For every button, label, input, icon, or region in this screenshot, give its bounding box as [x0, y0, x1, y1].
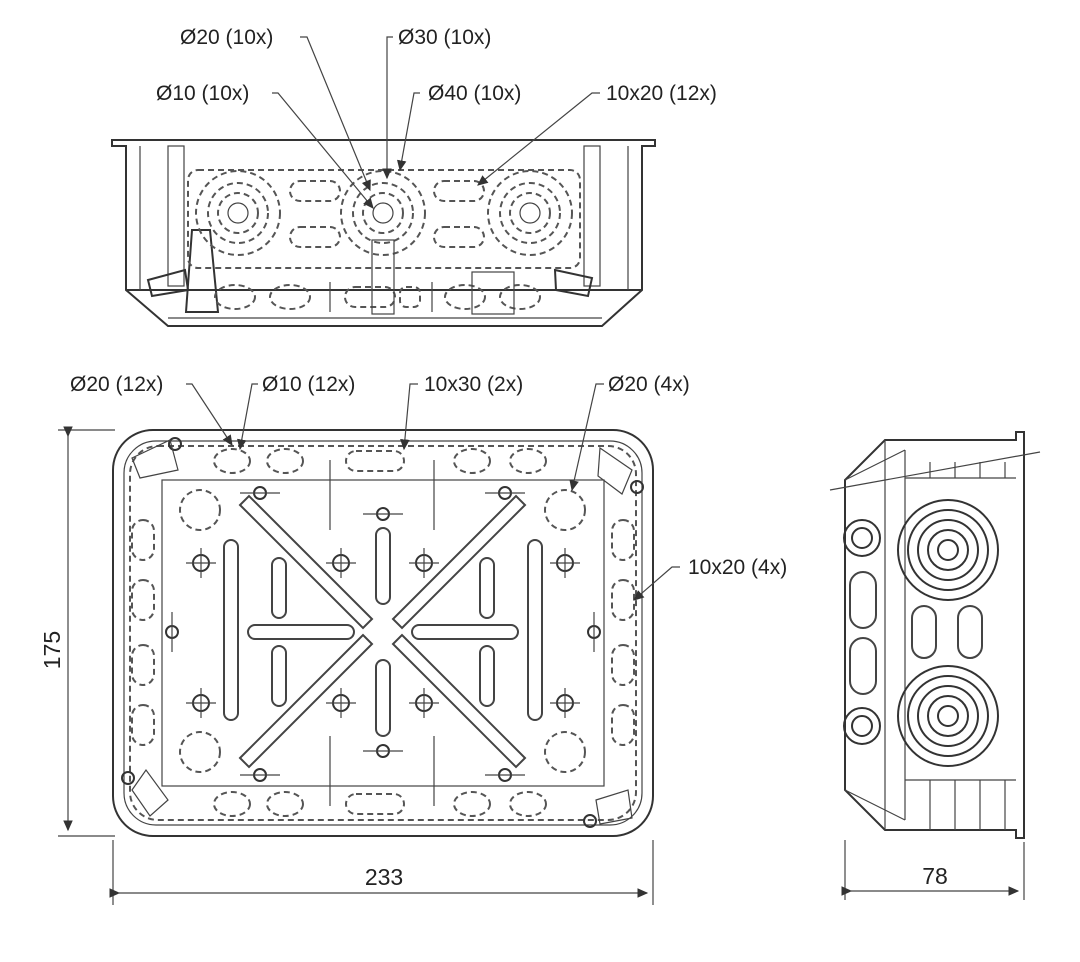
callout-label: Ø10 (12x)	[262, 373, 355, 396]
callout-label: Ø20 (4x)	[608, 373, 690, 396]
side-view: 78	[829, 431, 1041, 900]
callout-label: Ø40 (10x)	[428, 82, 521, 105]
height-dimension: 175	[39, 631, 65, 669]
callout-label: 10x20 (4x)	[688, 556, 787, 579]
callout-label: Ø30 (10x)	[398, 26, 491, 49]
callout-label: Ø20 (10x)	[180, 26, 273, 49]
top-view: Ø20 (10x) Ø30 (10x) Ø10 (10x) Ø40 (10x) …	[111, 26, 717, 327]
front-view: Ø20 (12x) Ø10 (12x) 10x30 (2x) Ø20 (4x) …	[39, 373, 787, 905]
callout-label: 10x20 (12x)	[606, 82, 717, 105]
callout-label: Ø20 (12x)	[70, 373, 163, 396]
depth-dimension: 78	[922, 863, 948, 889]
callout-label: Ø10 (10x)	[156, 82, 249, 105]
callout-label: 10x30 (2x)	[424, 373, 523, 396]
width-dimension: 233	[365, 864, 403, 890]
